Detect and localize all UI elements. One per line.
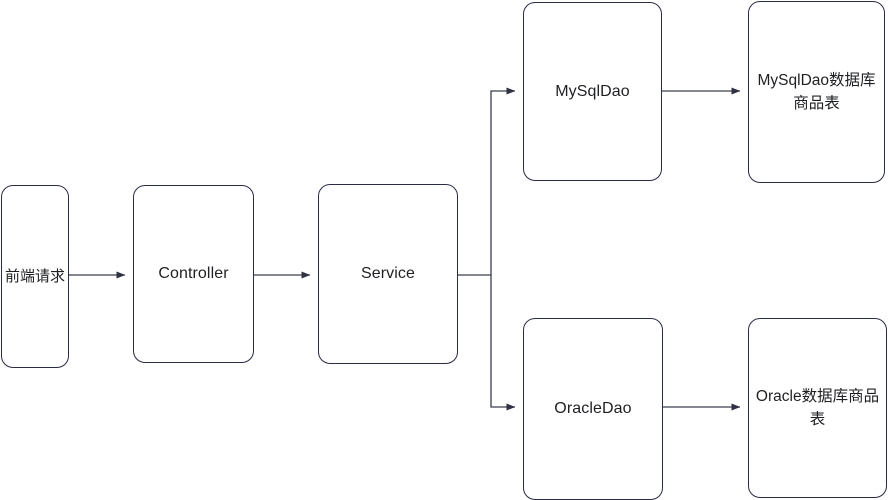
node-frontend-request[interactable]: 前端请求: [1, 185, 69, 368]
node-label: Oracle数据库商品表: [755, 387, 880, 428]
node-controller[interactable]: Controller: [133, 185, 254, 363]
node-mysqldao[interactable]: MySqlDao: [523, 2, 662, 181]
edge-service-mysqldao: [458, 87, 516, 276]
node-oracledao[interactable]: OracleDao: [523, 318, 663, 500]
node-oracle-database-table[interactable]: Oracle数据库商品表: [748, 318, 887, 498]
node-label: MySqlDao数据库商品表: [757, 71, 876, 112]
node-label: OracleDao: [554, 400, 632, 418]
node-mysqldao-database-table[interactable]: MySqlDao数据库商品表: [748, 1, 885, 183]
node-label: MySqlDao: [555, 82, 630, 100]
node-label: 前端请求: [4, 267, 65, 285]
node-service[interactable]: Service: [318, 184, 458, 364]
node-label: Controller: [158, 265, 229, 283]
edge-service-oracledao: [490, 275, 516, 411]
node-label: Service: [360, 265, 416, 283]
